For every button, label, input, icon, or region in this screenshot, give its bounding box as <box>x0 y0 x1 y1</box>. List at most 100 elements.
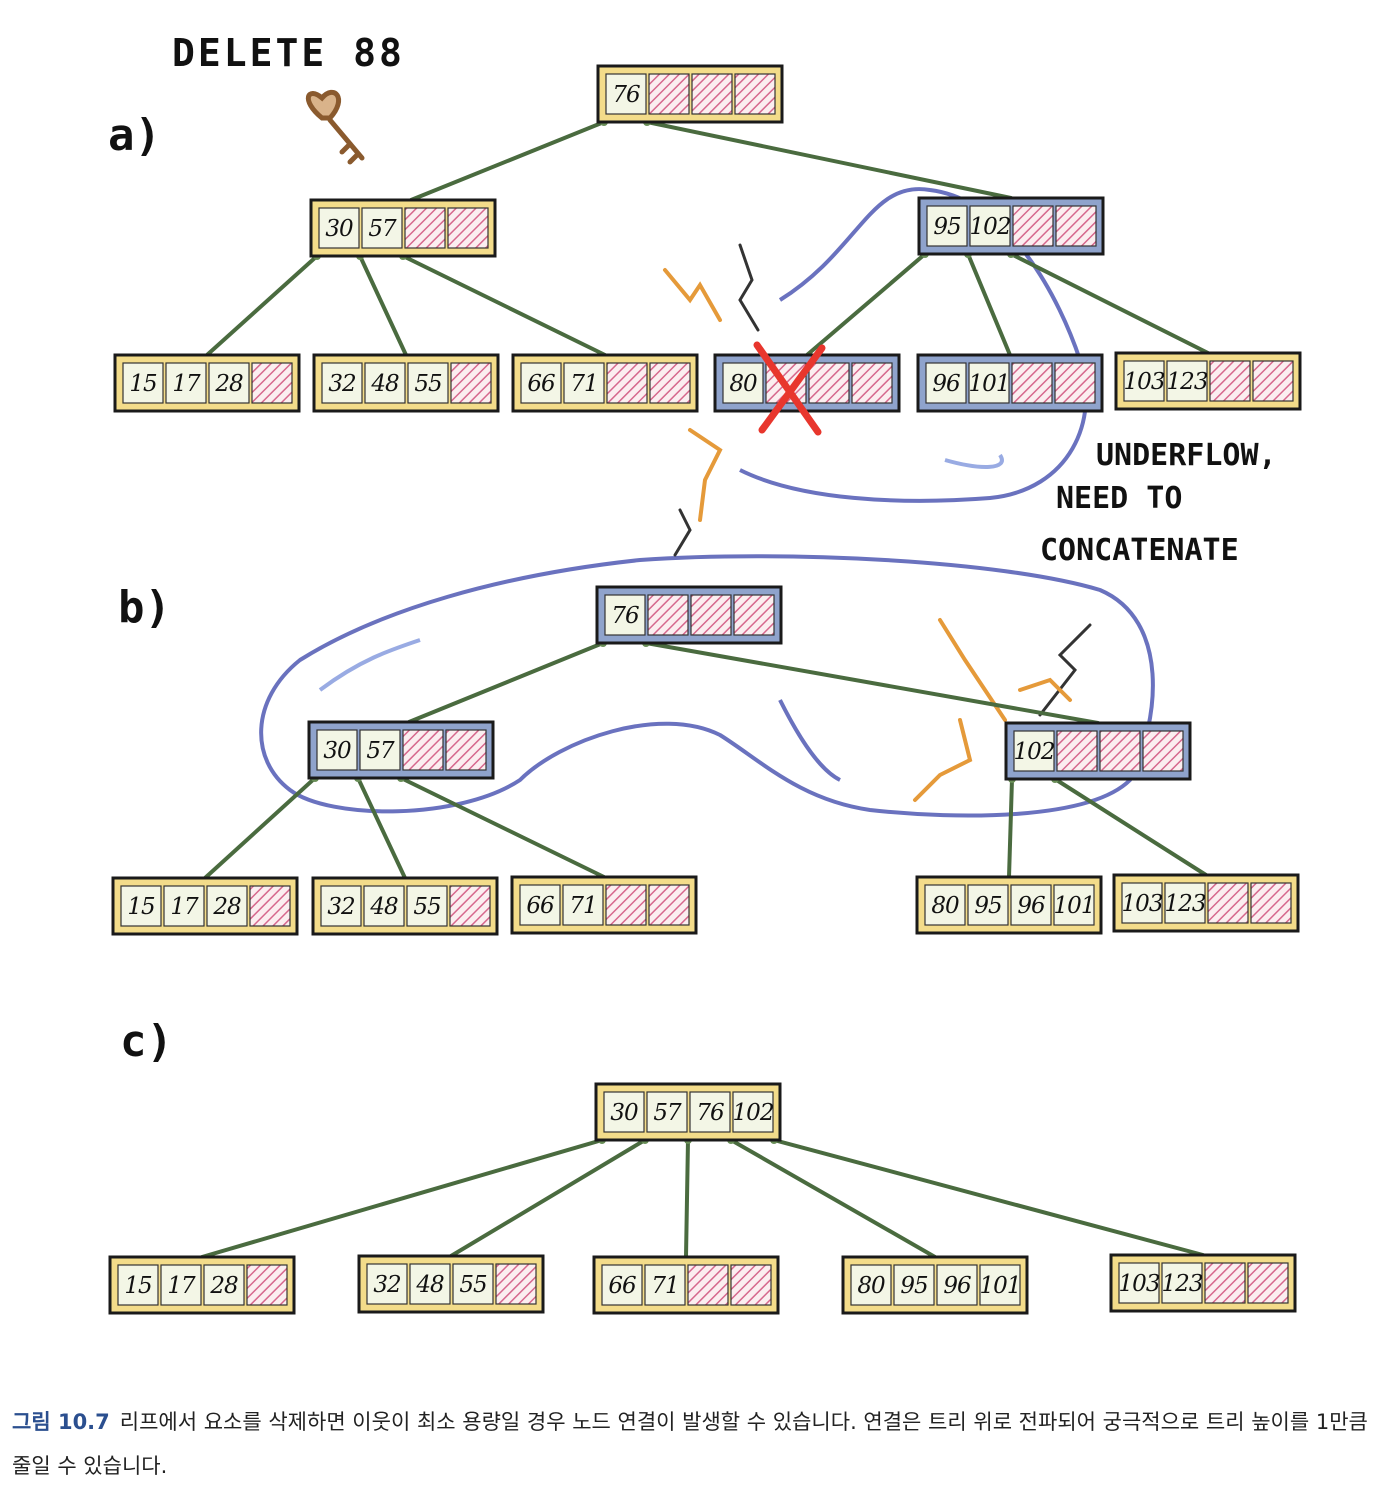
node-key: 57 <box>368 216 397 242</box>
empty-slot <box>1056 730 1098 772</box>
empty-slot <box>1250 882 1292 924</box>
node-key: 66 <box>527 371 555 397</box>
tree-edge <box>356 776 407 880</box>
node-key: 71 <box>569 893 596 919</box>
empty-slot <box>404 207 446 249</box>
node-key: 15 <box>124 1273 152 1299</box>
node-key: 95 <box>900 1273 928 1299</box>
key-cell <box>967 884 1009 926</box>
key-cell <box>321 362 363 404</box>
empty-slot <box>1252 360 1294 402</box>
empty-slot <box>730 1264 772 1306</box>
empty-slot <box>249 885 291 927</box>
tree-edge <box>805 252 927 357</box>
node-key: 28 <box>214 371 243 397</box>
key-cell <box>359 729 401 771</box>
empty-slot <box>495 1263 537 1305</box>
root-node: 76 <box>596 64 784 124</box>
empty-slot <box>1011 362 1053 404</box>
empty-slot <box>648 73 690 115</box>
empty-slot <box>402 729 444 771</box>
node-key: 103 <box>1124 369 1165 395</box>
node-key: 32 <box>373 1272 401 1298</box>
leaf-node: 80 <box>713 353 901 413</box>
node-key: 66 <box>608 1273 636 1299</box>
tree-edge <box>203 776 317 880</box>
key-cell <box>203 1264 245 1306</box>
tree-edge <box>205 254 319 357</box>
delete-annotation: DELETE 88 <box>172 31 405 75</box>
empty-slot <box>605 884 647 926</box>
node-key: 55 <box>459 1272 487 1298</box>
key-cell <box>163 885 205 927</box>
tree-edge <box>644 641 1100 725</box>
underflow-note-line-3: CONCATENATE <box>1040 533 1239 568</box>
empty-slot <box>1204 1262 1246 1304</box>
underflow-note-line-1: UNDERFLOW, <box>1096 438 1277 473</box>
node-key: 80 <box>729 371 757 397</box>
internal-node: 102 <box>1004 721 1192 781</box>
node-key: 123 <box>1167 369 1208 395</box>
empty-slot <box>1247 1262 1289 1304</box>
tree-edge <box>409 120 606 202</box>
empty-slot <box>445 729 487 771</box>
key-cell <box>520 362 562 404</box>
empty-slot <box>647 594 689 636</box>
key-cell <box>122 362 164 404</box>
node-key: 15 <box>127 894 155 920</box>
node-key: 30 <box>610 1100 638 1126</box>
empty-slot <box>1207 882 1249 924</box>
key-cell <box>850 1264 892 1306</box>
key-cell <box>160 1264 202 1306</box>
node-key: 102 <box>1014 739 1055 765</box>
empty-slot <box>1142 730 1184 772</box>
tree-edge <box>399 776 606 879</box>
caption-text: 리프에서 요소를 삭제하면 이웃이 최소 용량일 경우 노드 연결이 발생할 수… <box>12 1410 1368 1478</box>
key-cell <box>979 1264 1021 1306</box>
key-cell <box>1121 882 1163 924</box>
empty-slot <box>733 594 775 636</box>
tree-edge <box>401 254 607 357</box>
node-key: 17 <box>172 371 201 397</box>
key-cell <box>924 884 966 926</box>
key-cell <box>406 885 448 927</box>
empty-slot <box>687 1264 729 1306</box>
key-cell <box>968 362 1010 404</box>
node-key: 32 <box>327 894 355 920</box>
key-cell <box>563 362 605 404</box>
tree-edge <box>1009 252 1210 355</box>
key-cell <box>1164 882 1206 924</box>
node-key: 80 <box>931 893 959 919</box>
empty-slot <box>690 594 732 636</box>
key-cell <box>601 1264 643 1306</box>
key-cell <box>605 73 647 115</box>
tree-edge <box>449 1138 647 1258</box>
node-key: 71 <box>651 1273 678 1299</box>
leaf-node: 66 71 <box>592 1255 780 1315</box>
tree-edge <box>358 254 408 357</box>
empty-slot <box>691 73 733 115</box>
tree-edge <box>772 1138 1205 1257</box>
empty-slot <box>450 362 492 404</box>
panel-label-a: a) <box>108 110 161 161</box>
tree-edge <box>729 1138 937 1259</box>
underflow-note: UNDERFLOW, NEED TO CONCATENATE <box>1040 438 1277 568</box>
tree-edge <box>684 1138 690 1259</box>
node-key: 95 <box>974 893 1002 919</box>
empty-slot <box>851 362 893 404</box>
key-cell <box>646 1091 688 1133</box>
key-cell <box>363 885 405 927</box>
